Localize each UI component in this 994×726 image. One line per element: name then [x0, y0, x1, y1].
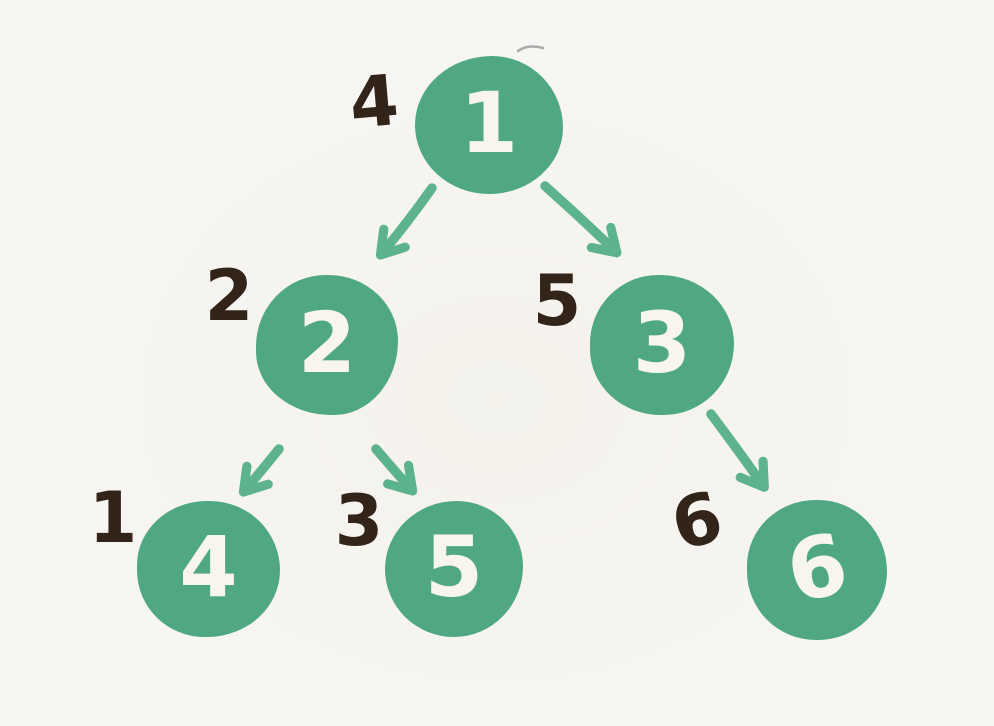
- inorder-label-node-3: 5: [532, 260, 582, 342]
- tree-node-4: 4: [137, 501, 280, 637]
- node-3-value: 3: [632, 294, 692, 392]
- node-4-value: 4: [179, 518, 238, 616]
- node-1-value: 1: [459, 74, 519, 172]
- edge-2-to-4-arrow: [238, 444, 284, 497]
- inorder-label-node-6: 6: [663, 475, 731, 567]
- inorder-label-node-4: 1: [88, 477, 138, 559]
- tree-node-1: 1: [415, 56, 563, 194]
- edge-3-to-6-arrow: [706, 409, 769, 492]
- tree-node-5: 5: [385, 501, 523, 637]
- node-6-value: 6: [778, 513, 856, 623]
- edge-1-to-2-arrow: [375, 183, 437, 260]
- inorder-label-node-1: 4: [346, 59, 402, 145]
- inorder-label-node-2: 2: [204, 255, 254, 337]
- inorder-label-node-5: 3: [334, 480, 384, 562]
- edge-1-to-3-arrow: [540, 181, 622, 258]
- tree-node-6: 6: [747, 500, 887, 640]
- tree-node-3: 3: [590, 275, 734, 415]
- node-2-value: 2: [297, 294, 357, 392]
- tree-node-2: 2: [256, 275, 398, 415]
- stray-pencil-mark: [516, 45, 545, 53]
- node-5-value: 5: [424, 518, 484, 616]
